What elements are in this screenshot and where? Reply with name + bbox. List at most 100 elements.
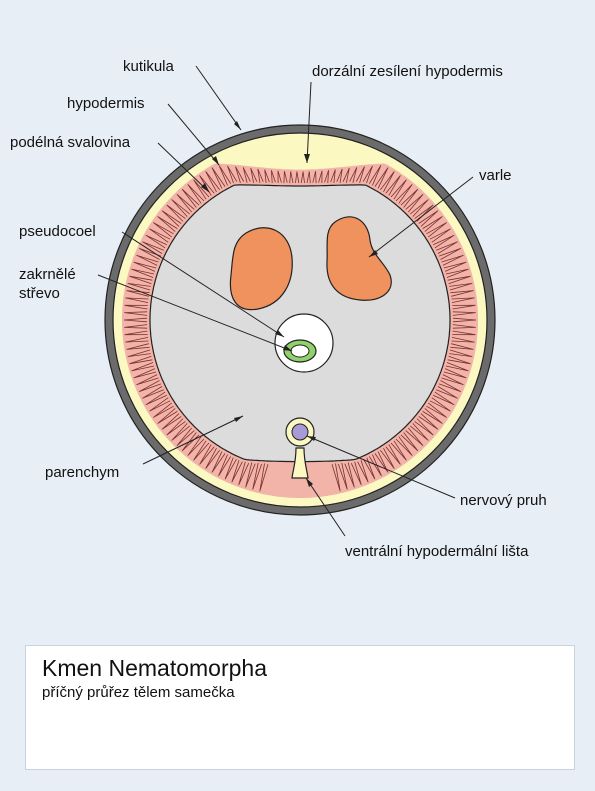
muscle-fibre [410,199,429,217]
muscle-fibre [257,168,264,183]
muscle-fibre [133,368,157,379]
muscle-fibre [436,241,458,254]
muscle-fibre [149,228,171,243]
caption-subtitle: příčný průřez tělem samečka [42,684,235,701]
muscle-fibre [452,317,477,323]
muscle-fibre [414,418,434,436]
muscle-fibre [181,188,200,208]
label-parenchym: parenchym [45,464,119,481]
muscle-fibre [126,343,150,350]
muscle-fibre [452,304,476,310]
muscle-fibre [451,337,475,343]
muscle-fibre [385,175,401,196]
muscle-fibre [277,170,282,184]
muscle-fibre [337,462,348,490]
muscle-fibre [429,397,451,412]
muscle-fibre [441,374,464,386]
muscle-fibre [422,216,443,232]
muscle-fibre [136,374,159,386]
testis-right [326,216,392,301]
muscle-fibre [295,171,300,184]
label-strevo: střevo [19,285,60,302]
muscle-fibre [433,391,455,406]
muscle-fibre [252,462,263,490]
label-nervovy-pruh: nervový pruh [460,492,547,509]
muscle-fibre [336,168,343,183]
muscle-fibre [145,234,167,249]
muscle-fibre [306,171,311,184]
muscle-fibre [205,171,220,192]
muscle-fibre [193,179,210,200]
muscle-fibre [342,168,350,183]
muscle-fibre [445,362,469,372]
muscle-fibre [153,402,174,418]
muscle-fibre [426,222,447,238]
muscle-fibre [390,440,407,461]
muscle-fibre [129,355,153,365]
cross-section-diagram: kutikula dorzální zesílení hypodermis hy… [10,58,547,560]
muscle-fibres [123,165,477,492]
muscle-fibre [355,166,365,184]
muscle-fibre [131,268,155,278]
muscle-fibre [436,386,458,399]
muscle-fibre [395,436,413,456]
muscle-fibre [149,397,171,412]
muscle-fibre [445,268,469,278]
muscle-fibre [145,391,167,406]
muscle-fibre [447,275,471,285]
muscle-fibre [283,171,288,184]
muscle-fibre [405,193,424,213]
muscle-fibre [129,275,153,285]
muscle-fibre [324,170,329,184]
muscle-fibre [390,179,407,200]
gut-lumen [290,344,310,358]
muscle-fibre [422,408,443,424]
muscle-fibre [166,204,186,222]
muscle-fibre [312,171,317,184]
muscle-fibre [443,368,467,379]
muscle-fibre [450,290,474,297]
muscle-fibre [451,297,475,303]
muscle-fibre [452,324,476,329]
muscle-fibre [224,457,237,480]
muscle-fibre [318,170,323,184]
ventral-ridge [291,447,309,479]
muscle-fibre [259,463,269,492]
muscle-fibre [250,168,258,183]
muscle-fibre [231,460,243,483]
muscle-fibre [227,165,238,184]
muscle-fibre [449,349,473,357]
muscle-fibre [331,463,341,492]
muscle-fibre [133,261,157,272]
label-pseudocoel: pseudocoel [19,223,96,240]
muscle-fibre [139,380,162,392]
muscle-fibre [161,413,182,430]
muscle-fibre [211,451,226,473]
muscle-fibre [153,222,174,238]
muscle-fibre [400,432,419,452]
muscle-fibre [363,457,376,480]
muscle-fibre [410,423,429,441]
muscle-fibre [124,304,148,310]
muscle-fibre [125,297,149,303]
muscle-fibre [426,402,447,418]
muscle-fibre [362,165,373,184]
muscle-fibre [139,248,162,260]
muscle-fibre [235,166,245,184]
muscle-fibre [187,184,205,204]
muscle-fibre [300,171,305,184]
muscle-fibre [418,413,439,430]
muscle-fibre [449,283,473,291]
muscle-fibre [245,462,256,488]
caption-title: Kmen Nematomorpha [42,655,267,681]
muscle-fibre [124,311,148,316]
muscle-fibre [330,169,336,183]
muscle-fibre [395,184,413,204]
muscle-fibre [157,216,178,232]
muscle-fibre [450,343,474,350]
muscle-fibre [131,362,155,372]
muscle-fibre [433,234,455,249]
muscle-fibre [242,167,251,183]
muscle-fibre [400,188,419,208]
muscle-fibre [127,349,151,357]
